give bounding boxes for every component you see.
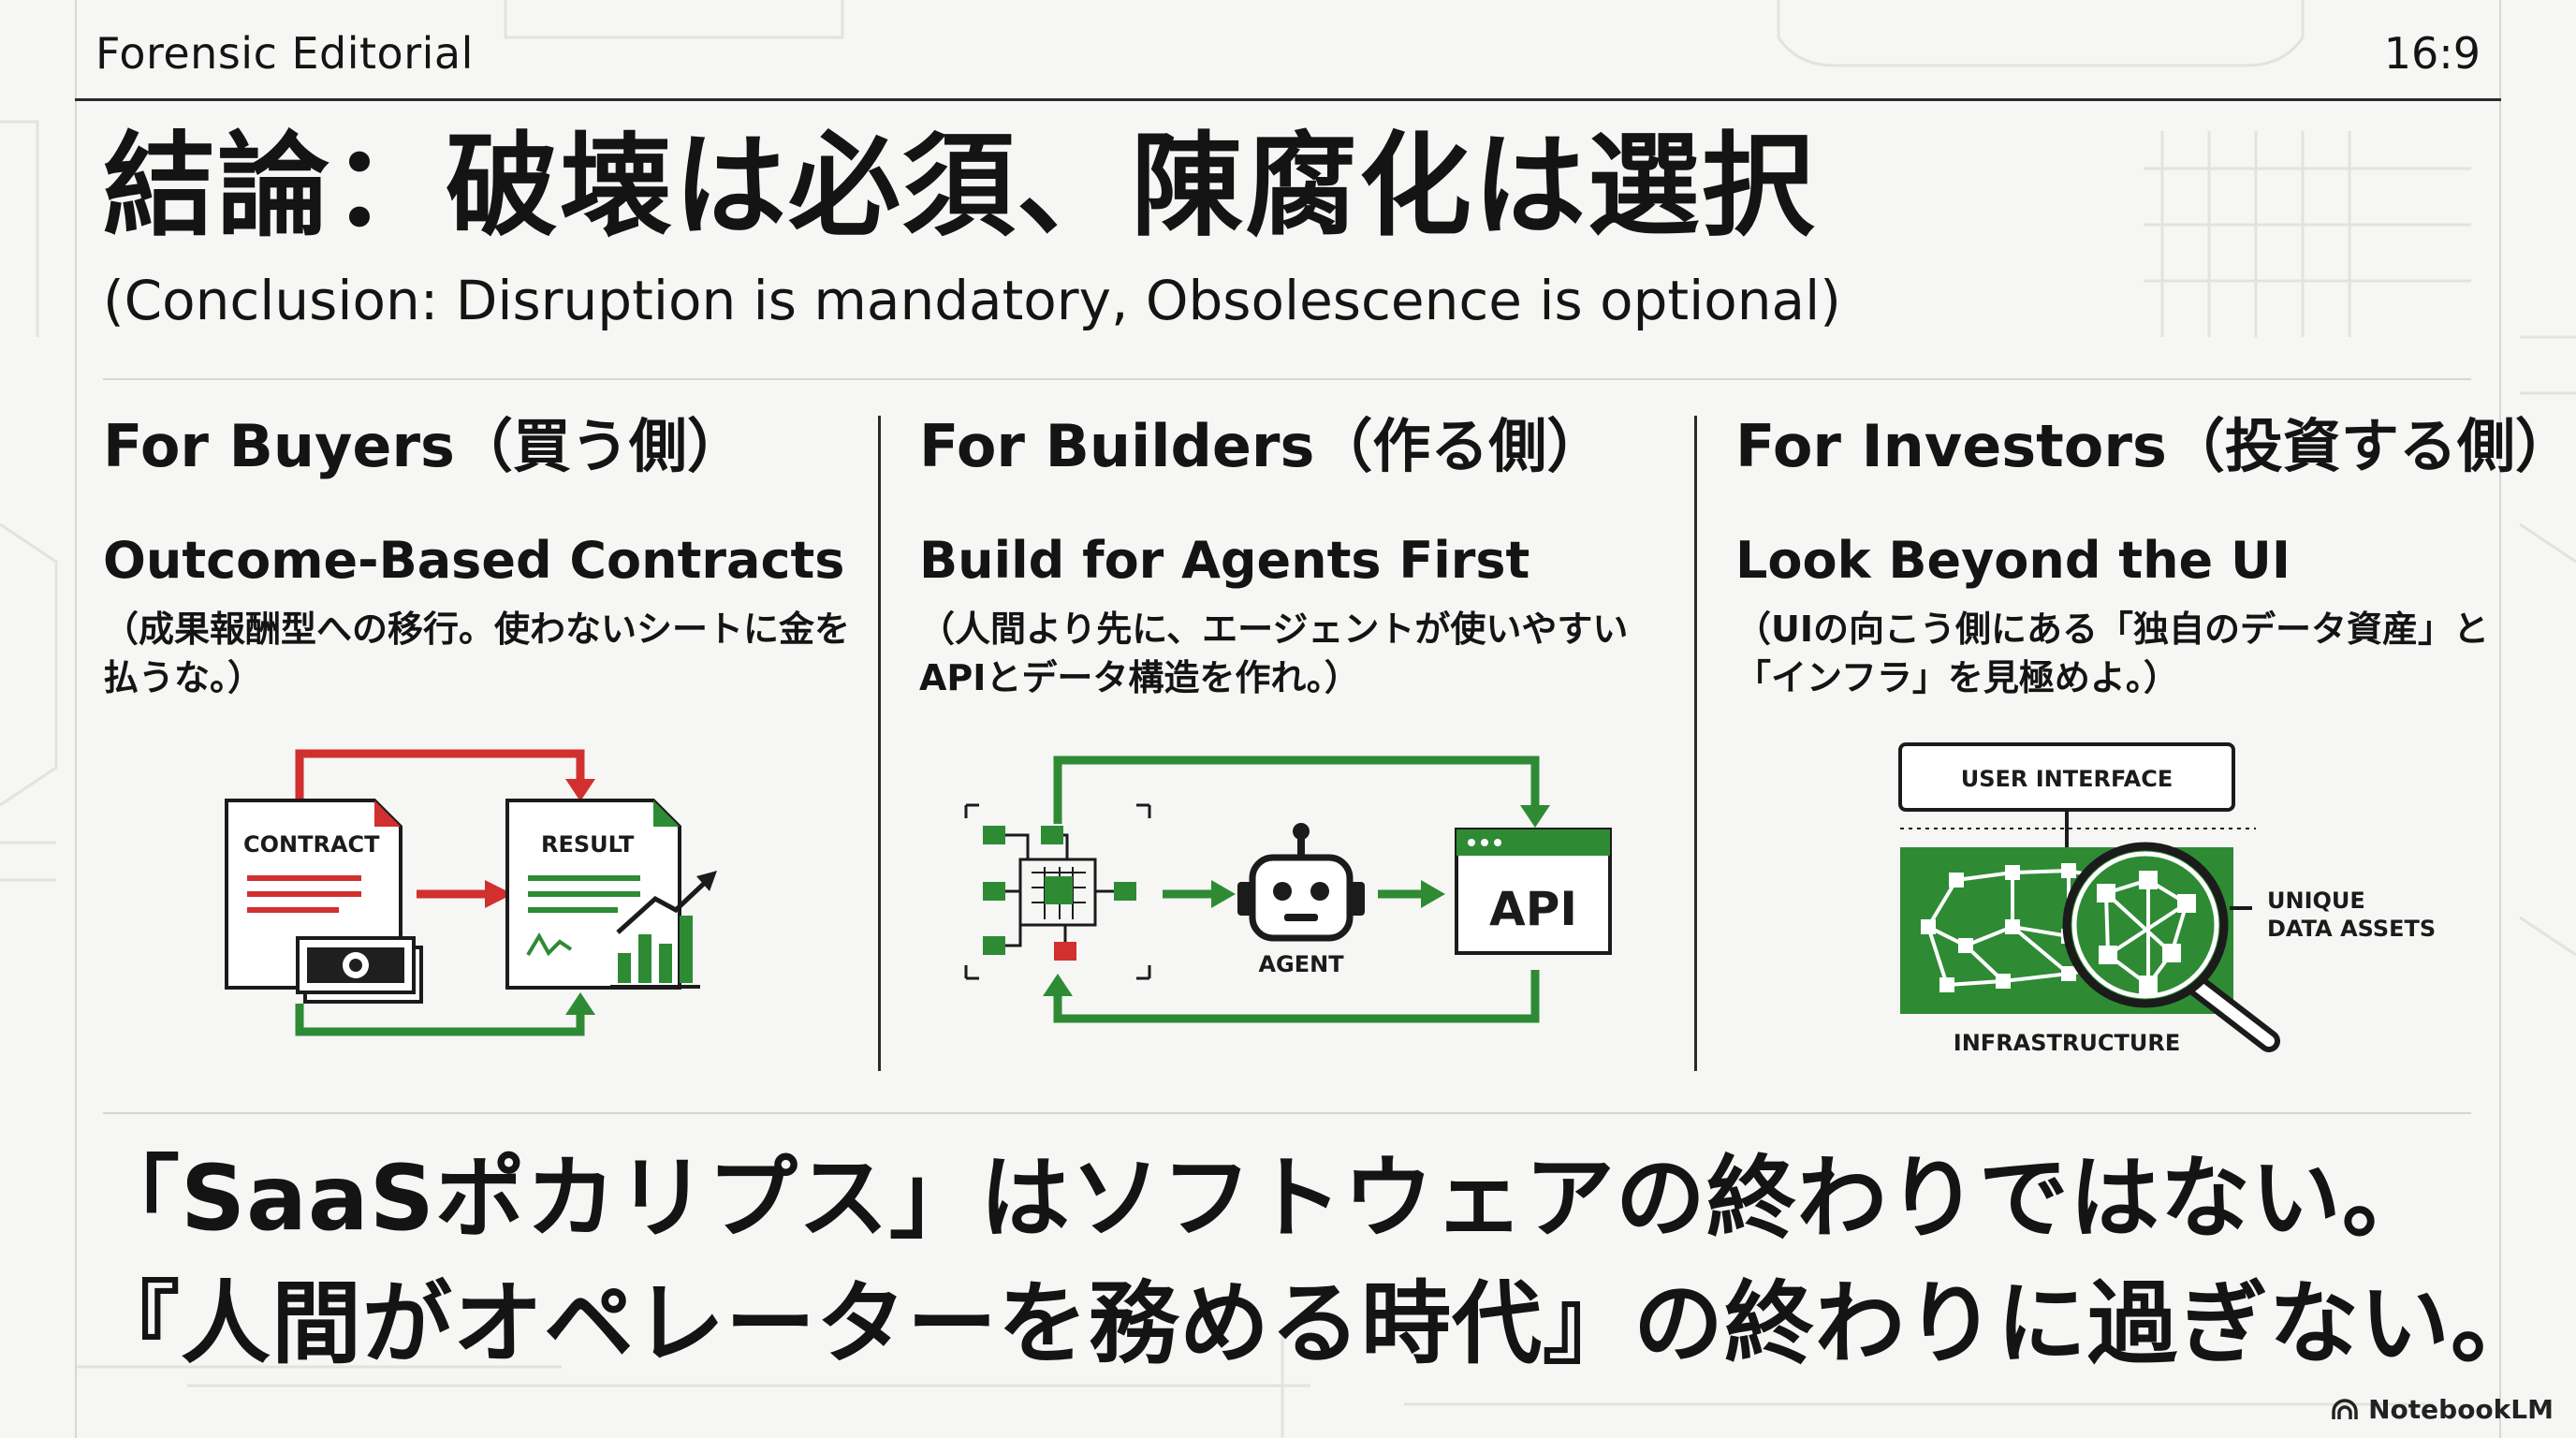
growth-chart-icon — [610, 871, 717, 989]
agent-label: AGENT — [1258, 951, 1344, 977]
magnifier-icon — [2062, 842, 2280, 1052]
arrow-head — [1421, 880, 1445, 908]
page-subtitle: (Conclusion: Disruption is mandatory, Ob… — [103, 269, 1841, 332]
user-interface-box: USER INTERFACE — [1898, 742, 2235, 812]
data-structure-icon — [964, 803, 1151, 980]
contract-to-result-illustration: CONTRACT RESULT — [225, 749, 717, 1036]
slide-frame — [75, 0, 2501, 1438]
bottom-loop-arrow — [295, 1004, 585, 1036]
agent-api-illustration: AGENT API — [964, 756, 1612, 1023]
data-nodes — [983, 826, 1136, 961]
user-interface-label: USER INTERFACE — [1961, 766, 2174, 792]
aspect-ratio-label: 16:9 — [2383, 28, 2481, 79]
result-document-icon: RESULT — [505, 799, 681, 990]
column-description: （成果報酬型への移行。使わないシートに金を払うな。） — [103, 609, 851, 698]
column-description: （UIの向こう側にある「独自のデータ資産」と「インフラ」を見極めよ。） — [1735, 609, 2489, 698]
column-investors: For Investors（投資する側） Look Beyond the UI … — [1735, 412, 2573, 1067]
column-heading: For Investors（投資する側） — [1735, 412, 2573, 480]
column-buyers: For Buyers（買う側） Outcome-Based Contracts … — [103, 412, 908, 1067]
column-subheading: Look Beyond the UI — [1735, 531, 2291, 590]
column-subheading: Build for Agents First — [919, 531, 1530, 590]
robot-agent-icon: AGENT — [1237, 823, 1365, 977]
result-label: RESULT — [541, 831, 635, 858]
unique-label: UNIQUE — [2267, 888, 2365, 914]
arrow-head — [565, 992, 595, 1015]
data-assets-label: DATA ASSETS — [2267, 916, 2436, 942]
column-divider — [1694, 416, 1697, 1071]
investor-layers-illustration: USER INTERFACE INFRASTRUCTURE — [1898, 742, 2436, 1056]
conclusion-line-2: 『人間がオペレーターを務める時代』の終わりに過ぎない。 — [90, 1271, 2541, 1376]
column-subheading: Outcome-Based Contracts — [103, 531, 845, 590]
column-divider — [878, 416, 881, 1071]
title-divider — [103, 378, 2471, 380]
column-heading: For Builders（作る側） — [919, 412, 1605, 480]
arrow-head — [565, 779, 595, 801]
notebooklm-logo: NotebookLM — [2331, 1394, 2554, 1425]
arrow-head — [485, 880, 513, 908]
column-builders: For Builders（作る側） Build for Agents First… — [919, 412, 1724, 1067]
column-heading: For Buyers（買う側） — [103, 412, 745, 480]
top-loop-arrow — [1053, 756, 1540, 824]
column-description: （人間より先に、エージェントが使いやすいAPIとデータ構造を作れ。） — [919, 609, 1629, 698]
page-title: 結論：破壊は必須、陳腐化は選択 — [103, 122, 1816, 252]
brand-label: Forensic Editorial — [95, 28, 474, 79]
contract-label: CONTRACT — [243, 831, 380, 858]
arrow-head — [1211, 880, 1236, 908]
arrow-head — [1043, 974, 1073, 996]
frame-border — [75, 0, 2501, 1438]
arrow-head — [1520, 805, 1550, 828]
top-loop-arrow — [295, 749, 585, 824]
conclusion-line-1: 「SaaSポカリプス」はソフトウェアの終わりではない。 — [90, 1146, 2433, 1251]
infrastructure-label: INFRASTRUCTURE — [1954, 1030, 2180, 1056]
api-window-icon: API — [1455, 828, 1612, 955]
notebooklm-text: NotebookLM — [2368, 1394, 2554, 1425]
bottom-divider — [103, 1112, 2471, 1114]
top-bar: Forensic Editorial 16:9 — [75, 0, 2501, 101]
money-icon — [296, 936, 423, 1004]
api-label: API — [1489, 882, 1577, 936]
notebooklm-icon — [2332, 1398, 2358, 1419]
bottom-loop-arrow — [1053, 970, 1540, 1023]
